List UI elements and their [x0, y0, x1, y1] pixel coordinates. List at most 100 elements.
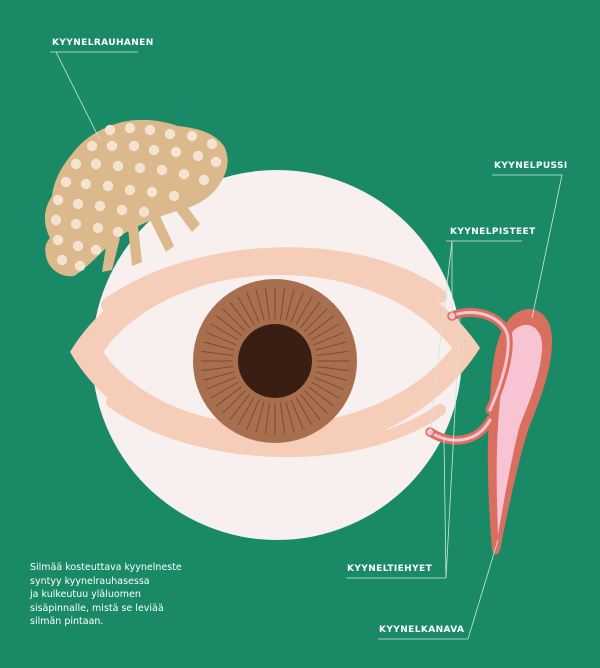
iris-ray [201, 350, 234, 357]
iris-ray [308, 315, 335, 336]
iris-ray [246, 399, 260, 430]
iris-ray [206, 376, 237, 390]
iris-ray [279, 402, 286, 435]
iris-ray [229, 301, 250, 328]
iris-ray [255, 289, 265, 321]
iris-ray [255, 401, 265, 433]
iris-ray [285, 401, 295, 433]
gland-lobule [124, 122, 136, 134]
gland-lobule [156, 164, 168, 176]
iris-ray [308, 386, 335, 407]
gland-lobule [60, 176, 72, 188]
gland-lobule [198, 174, 210, 186]
iris-ray [246, 292, 260, 323]
iris-ray [215, 315, 242, 336]
gland-lobule [72, 198, 84, 210]
iris-ray [295, 397, 313, 426]
iris-ray [304, 308, 328, 332]
caption-line: ja kulkeutuu yläluomen [30, 589, 141, 600]
iris-ray [300, 394, 321, 421]
iris-ray [264, 287, 271, 320]
iris-ray [222, 390, 246, 414]
iris-ray [264, 402, 271, 435]
caption-line: silmän pintaan. [30, 616, 104, 627]
gland-lobule [170, 146, 182, 158]
gland-lobule [106, 140, 118, 152]
iris-ray [222, 308, 246, 332]
label-lacrimal-puncta: KYYNELPISTEET [450, 227, 536, 237]
gland-lobule [80, 178, 92, 190]
leader-nasolacrimal-duct [378, 539, 499, 640]
iris-ray [285, 289, 295, 321]
iris-ray [311, 381, 340, 399]
gland-lobule [86, 140, 98, 152]
gland-duct-3 [150, 216, 174, 252]
lacrimal-gland [44, 119, 228, 277]
iris-ray [203, 371, 235, 381]
gland-body [44, 119, 228, 277]
gland-lobule [178, 168, 190, 180]
iris-texture [201, 287, 349, 435]
gland-lobule [72, 240, 84, 252]
caption-line: sisäpinnalle, mistä se leviää [30, 602, 164, 614]
leader-ducts-upper [445, 317, 461, 579]
leader-ducts-lower [443, 439, 447, 579]
upper-eyelid-crease [101, 247, 447, 312]
gland-lobules [50, 122, 222, 272]
caption-line: Silmää kosteuttava kyynelneste [30, 562, 182, 573]
gland-lobule [70, 218, 82, 230]
iris-ray [206, 332, 237, 346]
iris-ray [295, 296, 313, 325]
gland-lobule [92, 222, 104, 234]
gland-lobule [74, 260, 86, 272]
iris-ray [300, 301, 321, 328]
label-lacrimal-gland: KYYNELRAUHANEN [52, 38, 154, 48]
label-lacrimal-ducts: KYYNELTIEHYET [347, 564, 433, 574]
gland-lobule [146, 186, 158, 198]
gland-lobule [70, 158, 82, 170]
pupil [238, 324, 312, 398]
lacrimal-canaliculi [425, 307, 513, 445]
gland-lobule [104, 124, 116, 136]
iris-ray [304, 390, 328, 414]
label-nasolacrimal-duct: KYYNELKANAVA [379, 625, 465, 635]
iris-ray [279, 287, 286, 320]
lower-canaliculus-lumen [428, 418, 492, 442]
gland-lobule [94, 200, 106, 212]
iris-ray [311, 323, 340, 341]
gland-lobule [206, 138, 218, 150]
gland-lobule [56, 254, 68, 266]
leader-lacrimal-gland-diag [55, 51, 101, 141]
gland-lobule [52, 194, 64, 206]
iris-ray [237, 397, 255, 426]
lacrimal-sac-inner [496, 324, 543, 535]
gland-lobule [90, 158, 102, 170]
iris-ray [210, 323, 239, 341]
gland-lobule [192, 150, 204, 162]
iris-ray [315, 341, 347, 351]
gland-lobule [210, 156, 222, 168]
gland-lobule [134, 162, 146, 174]
iris-ray [201, 365, 234, 372]
leader-puncta-lower [429, 240, 453, 433]
iris-ray [290, 292, 304, 323]
iris-ray [315, 371, 347, 381]
gland-lobule [128, 140, 140, 152]
caption-line: syntyy kyynelrauhasessa [30, 575, 150, 587]
gland-lobule [124, 184, 136, 196]
gland-lobule [90, 244, 102, 256]
gland-lobule [138, 206, 150, 218]
iris-ray [237, 296, 255, 325]
iris-ray [229, 394, 250, 421]
caption-text: Silmää kosteuttava kyynelneste syntyy ky… [30, 561, 230, 629]
lacrimal-sac [487, 309, 552, 555]
upper-canaliculus-lumen [450, 310, 510, 412]
gland-lobule [144, 124, 156, 136]
label-lacrimal-sac: KYYNELPUSSI [494, 161, 568, 171]
iris-ray [215, 386, 242, 407]
gland-lobule [52, 234, 64, 246]
lower-eyelid-crease [106, 396, 446, 457]
iris-ray [313, 332, 344, 346]
